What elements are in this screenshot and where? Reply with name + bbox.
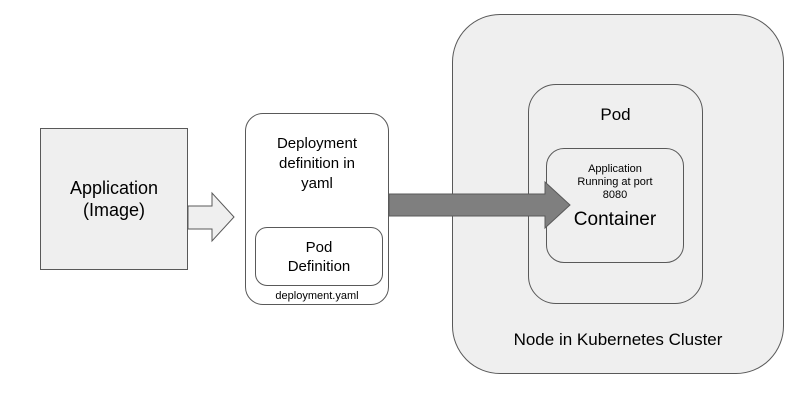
app-running-line2: Running at port [577,176,653,188]
app-running-line1: Application [588,163,642,175]
app-running-line3: 8080 [602,189,628,201]
application-image-box: Application (Image) [40,128,188,270]
container-box: Application Running at port 8080 Contain… [546,148,684,263]
container-label: Container [573,209,657,230]
node-label: Node in Kubernetes Cluster [513,330,723,349]
deployment-yaml-box: Deployment definition in yaml Pod Defini… [245,113,389,305]
application-label-line2: (Image) [82,200,145,220]
deployment-title-line1: Deployment [276,135,358,152]
light-arrow-icon [187,191,235,243]
app-running-text: Application Running at port 8080 [547,163,683,202]
deployment-title: Deployment definition in yaml [246,134,388,194]
deployment-file-label: deployment.yaml [275,290,359,302]
pod-definition-line1: Pod [305,238,333,256]
deployment-title-line3: yaml [301,175,333,192]
deployment-title-line2: definition in [279,155,355,172]
application-label-line1: Application [69,178,159,198]
pod-definition-line2: Definition [287,257,351,275]
pod-definition-box: Pod Definition [255,227,383,286]
pod-label: Pod [600,105,631,124]
